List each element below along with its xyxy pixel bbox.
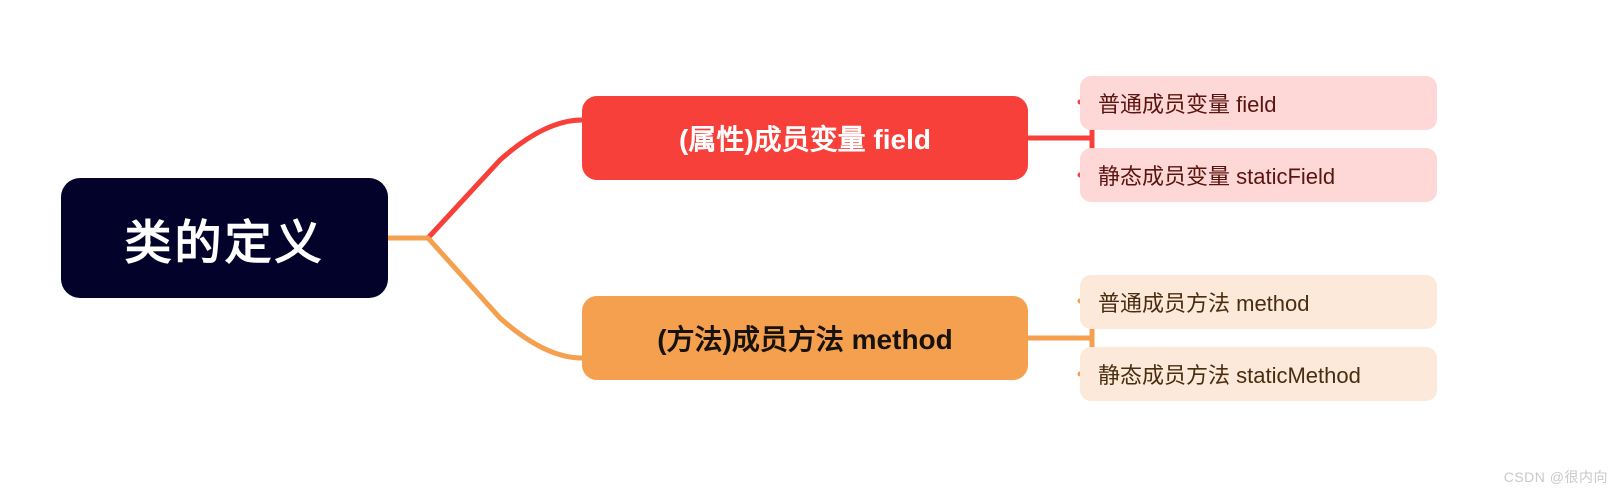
- leaf-node-label: 普通成员方法 method: [1098, 291, 1310, 316]
- leaf-node-label: 静态成员变量 staticField: [1098, 164, 1336, 189]
- connector-root-to-method: [425, 235, 585, 361]
- watermark: CSDN @很内向: [1503, 469, 1608, 485]
- mindmap-leaf-node[interactable]: 静态成员变量 staticField: [1080, 148, 1437, 202]
- mindmap-leaf-node[interactable]: 普通成员变量 field: [1080, 76, 1437, 130]
- branch-node-method-label: (方法)成员方法 method: [657, 324, 953, 355]
- mindmap-root-node[interactable]: 类的定义: [61, 178, 388, 298]
- connector-root-to-field: [425, 117, 585, 241]
- root-node-label: 类的定义: [124, 215, 325, 269]
- leaf-node-label: 普通成员变量 field: [1098, 92, 1277, 117]
- mindmap-leaf-node[interactable]: 静态成员方法 staticMethod: [1080, 347, 1437, 401]
- leaf-node-label: 静态成员方法 staticMethod: [1098, 363, 1361, 388]
- mindmap-leaf-node[interactable]: 普通成员方法 method: [1080, 275, 1437, 329]
- mindmap-branch-node-method[interactable]: (方法)成员方法 method: [582, 296, 1028, 380]
- branch-node-field-label: (属性)成员变量 field: [679, 124, 931, 155]
- mindmap-branch-node-field[interactable]: (属性)成员变量 field: [582, 96, 1028, 180]
